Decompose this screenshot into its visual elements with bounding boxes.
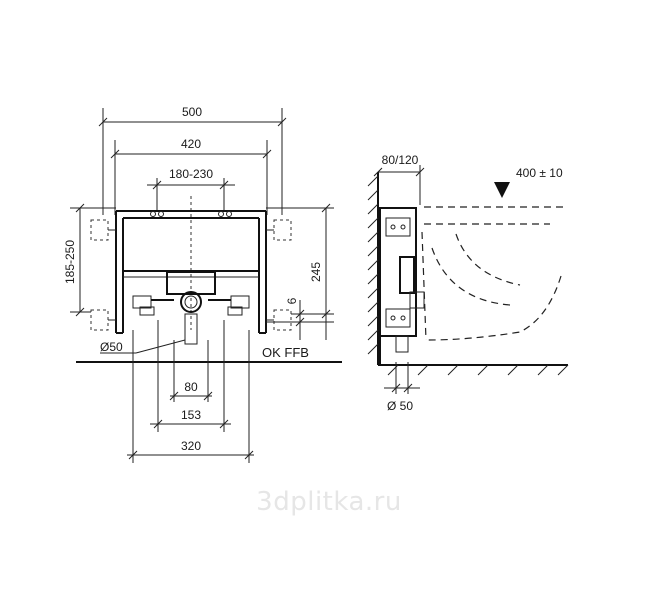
floor-pipe [395,335,409,353]
tick [403,383,413,393]
tick [219,419,229,429]
drain-pipe-inner [184,295,198,309]
tick [152,180,162,190]
dim-6-label: 6 [285,297,299,304]
bowl-inner-curve-2 [431,247,511,306]
tick [244,450,254,460]
drain-fitting [399,256,415,294]
fitting-right [230,295,250,309]
tick [203,391,213,401]
level-marker-icon [494,182,510,198]
tick [262,149,272,159]
fitting-left [132,295,152,309]
tick [321,203,331,213]
dim-400-label: 400 ± 10 [516,166,563,180]
front-view: 500 420 180-230 [63,105,342,463]
bracket-right [227,306,243,316]
tick [295,309,305,319]
wall-anchor [90,309,109,331]
floor-hatch [387,364,569,376]
watermark-text: 3dplitka.ru [256,487,402,517]
dim-153-label: 153 [181,408,201,422]
tick [219,180,229,190]
tick [75,307,85,317]
mounting-hole [226,211,232,217]
dim-80-label: 80 [184,380,198,394]
drain-coupling [409,291,425,309]
bottom-bracket [385,308,411,328]
frame-profile [379,207,417,337]
tick [110,149,120,159]
tick [169,391,179,401]
bolt [400,224,406,230]
bowl-outer-curve [427,275,562,341]
dim-diameter-50-side-label: Ø 50 [387,399,413,413]
tick [295,317,305,327]
wall-anchor [90,219,109,241]
tick [153,419,163,429]
bowl-back [421,231,427,341]
wall-anchor [273,309,292,331]
side-view: 80/120 400 ± 10 Ø 50 [367,153,569,413]
dim-185-250-label: 185-250 [63,240,77,284]
tick [75,203,85,213]
dim-diameter-50-label: Ø50 [100,340,123,354]
tick [98,117,108,127]
tick [373,167,383,177]
bolt [390,315,396,321]
top-bracket [385,217,411,237]
mounting-hole [150,211,156,217]
tick [277,117,287,127]
dim-245-label: 245 [309,262,323,282]
drain-pipe-opening [180,291,202,313]
wall-hatch [367,175,379,355]
mounting-hole [218,211,224,217]
tick [128,450,138,460]
wall-anchor [273,219,292,241]
bracket-left [139,306,155,316]
dim-500-label: 500 [182,105,202,119]
drain-pipe [184,313,198,345]
mounting-hole [158,211,164,217]
dim-320-label: 320 [181,439,201,453]
bolt [400,315,406,321]
dim-420-label: 420 [181,137,201,151]
dim-180-230-label: 180-230 [169,167,213,181]
drain-bracket [166,271,216,295]
floor-label: OK FFB [262,345,309,360]
diameter-leader [135,339,186,354]
tick [391,383,401,393]
bowl-inner-curve [455,233,521,286]
bolt [390,224,396,230]
dim-80-120-label: 80/120 [382,153,419,167]
